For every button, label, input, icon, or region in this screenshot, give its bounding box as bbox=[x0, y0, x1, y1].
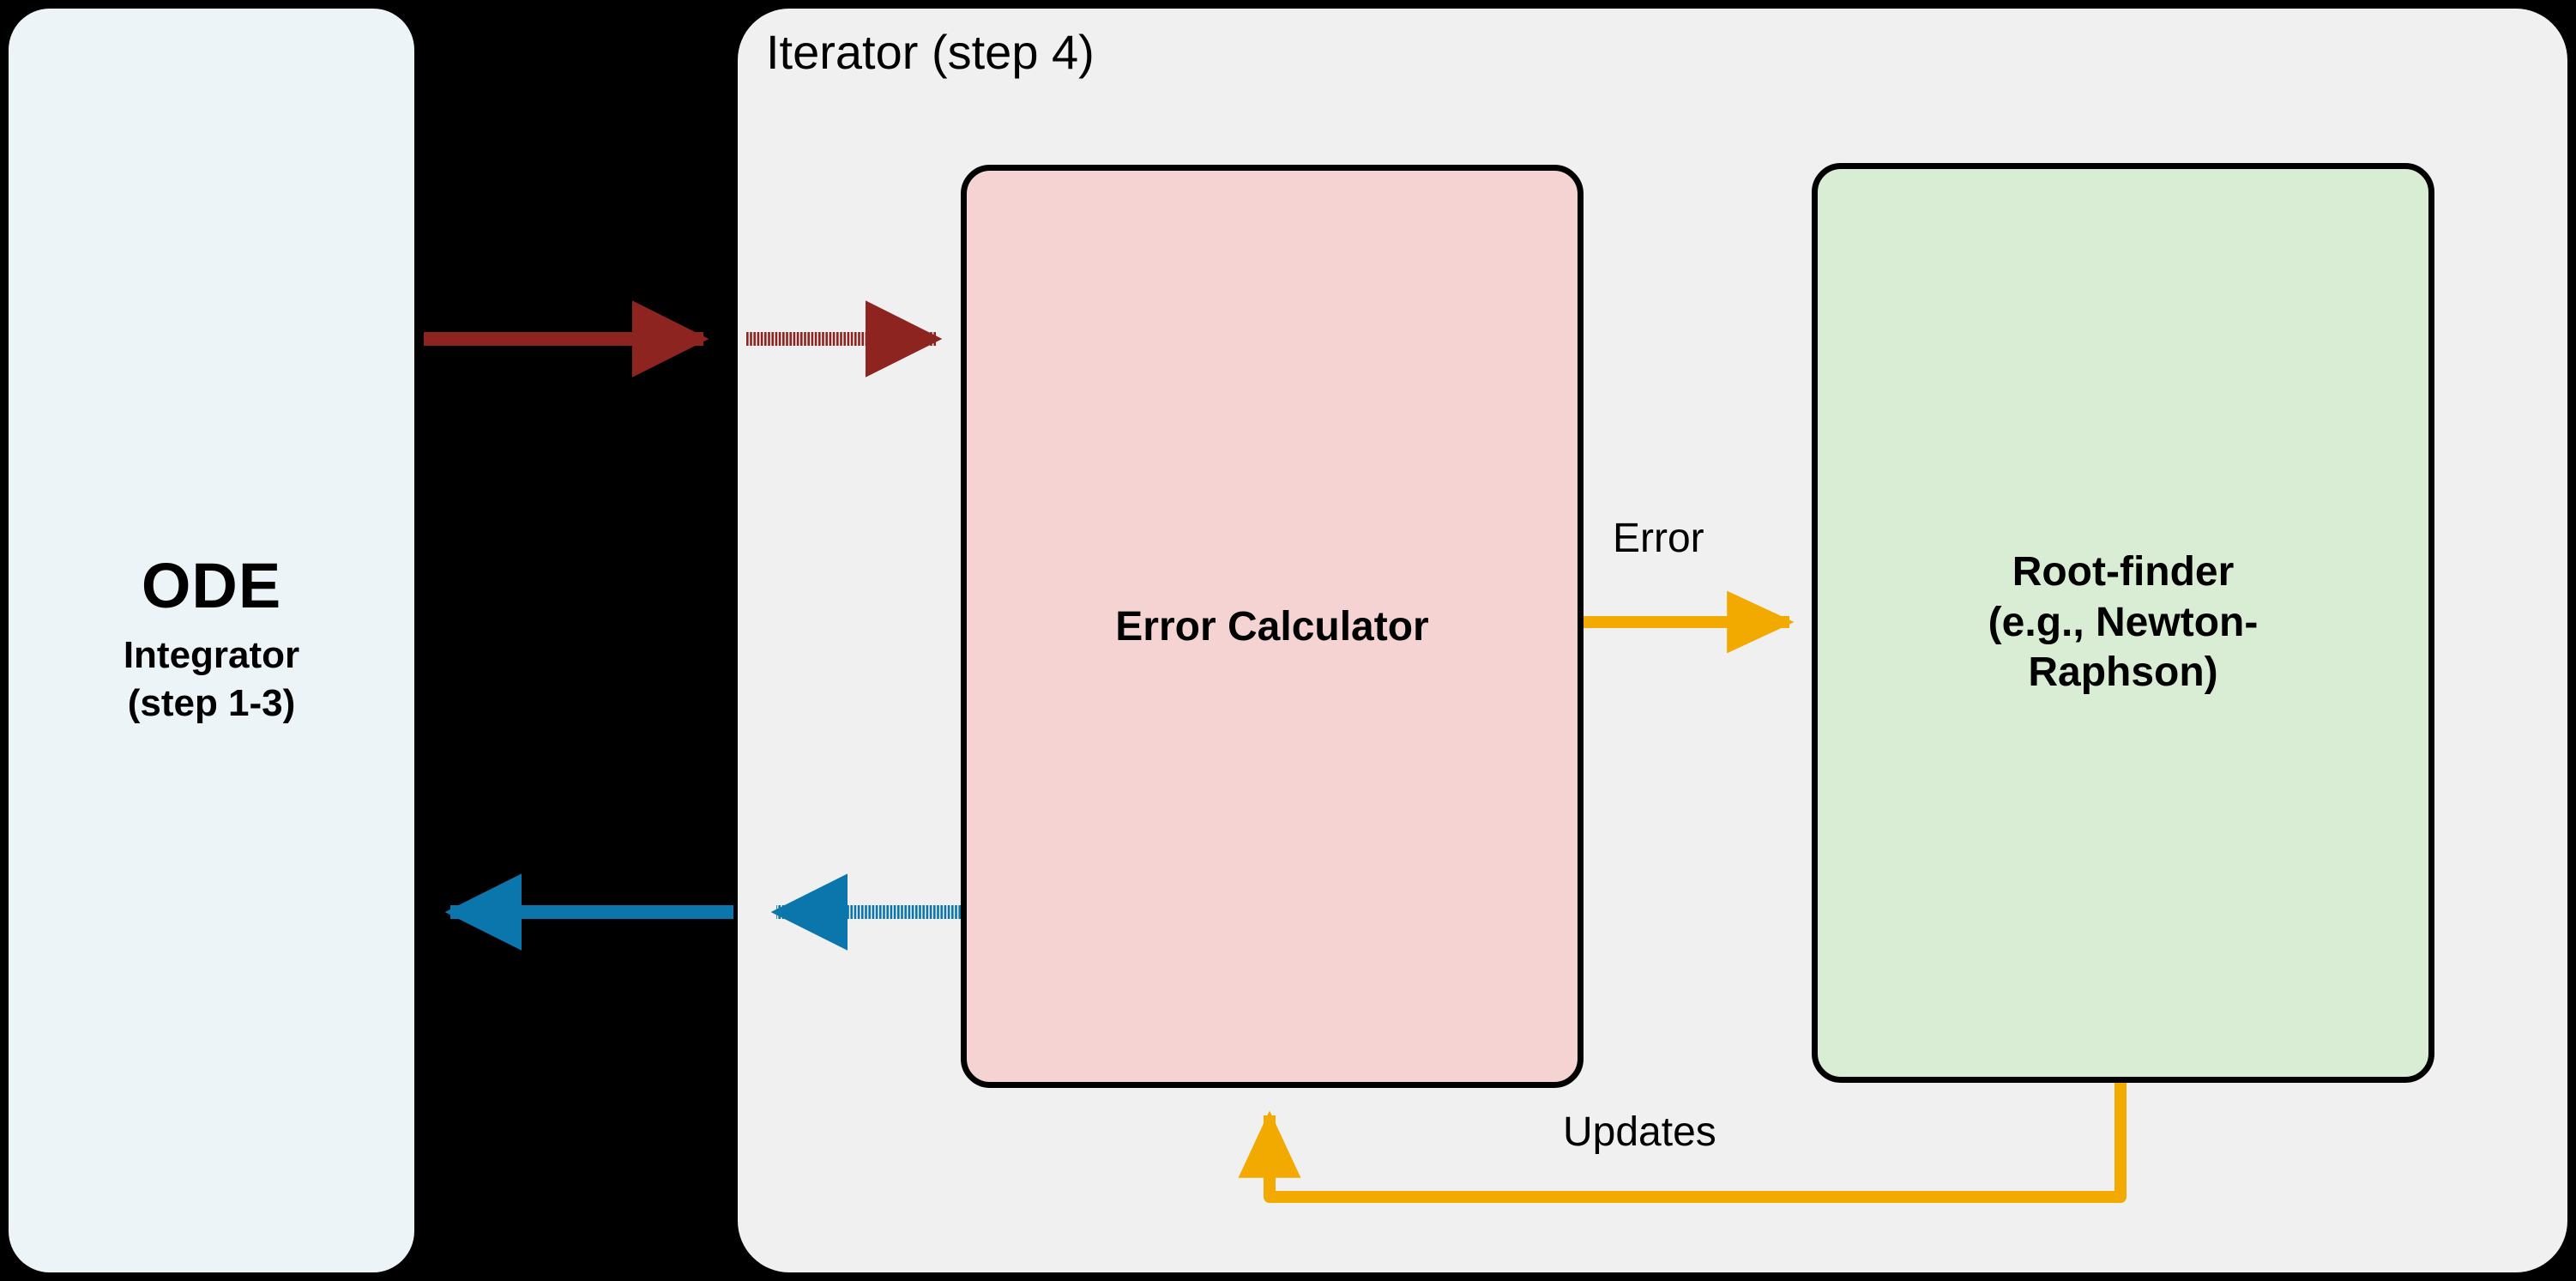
updates-connector-label: Updates bbox=[1563, 1109, 1716, 1155]
ode-subtitle-line2: (step 1-3) bbox=[127, 682, 296, 725]
root-finder-label: Root-finder (e.g., Newton- Raphson) bbox=[1968, 547, 2279, 698]
ode-integrator-block[interactable]: ODE Integrator (step 1-3) bbox=[9, 9, 414, 1272]
ode-subtitle-line1: Integrator bbox=[123, 634, 300, 677]
error-calculator-block[interactable]: Error Calculator bbox=[961, 165, 1584, 1088]
root-finder-block[interactable]: Root-finder (e.g., Newton- Raphson) bbox=[1812, 163, 2434, 1083]
ode-title: ODE bbox=[141, 550, 282, 622]
error-connector-label: Error bbox=[1613, 516, 1704, 561]
root-finder-label-line2: (e.g., Newton- bbox=[1988, 599, 2259, 645]
error-calculator-label: Error Calculator bbox=[1115, 603, 1429, 650]
root-finder-label-line3: Raphson) bbox=[2028, 650, 2218, 696]
root-finder-label-line1: Root-finder bbox=[2012, 549, 2235, 595]
iterator-panel-title: Iterator (step 4) bbox=[766, 25, 1095, 79]
